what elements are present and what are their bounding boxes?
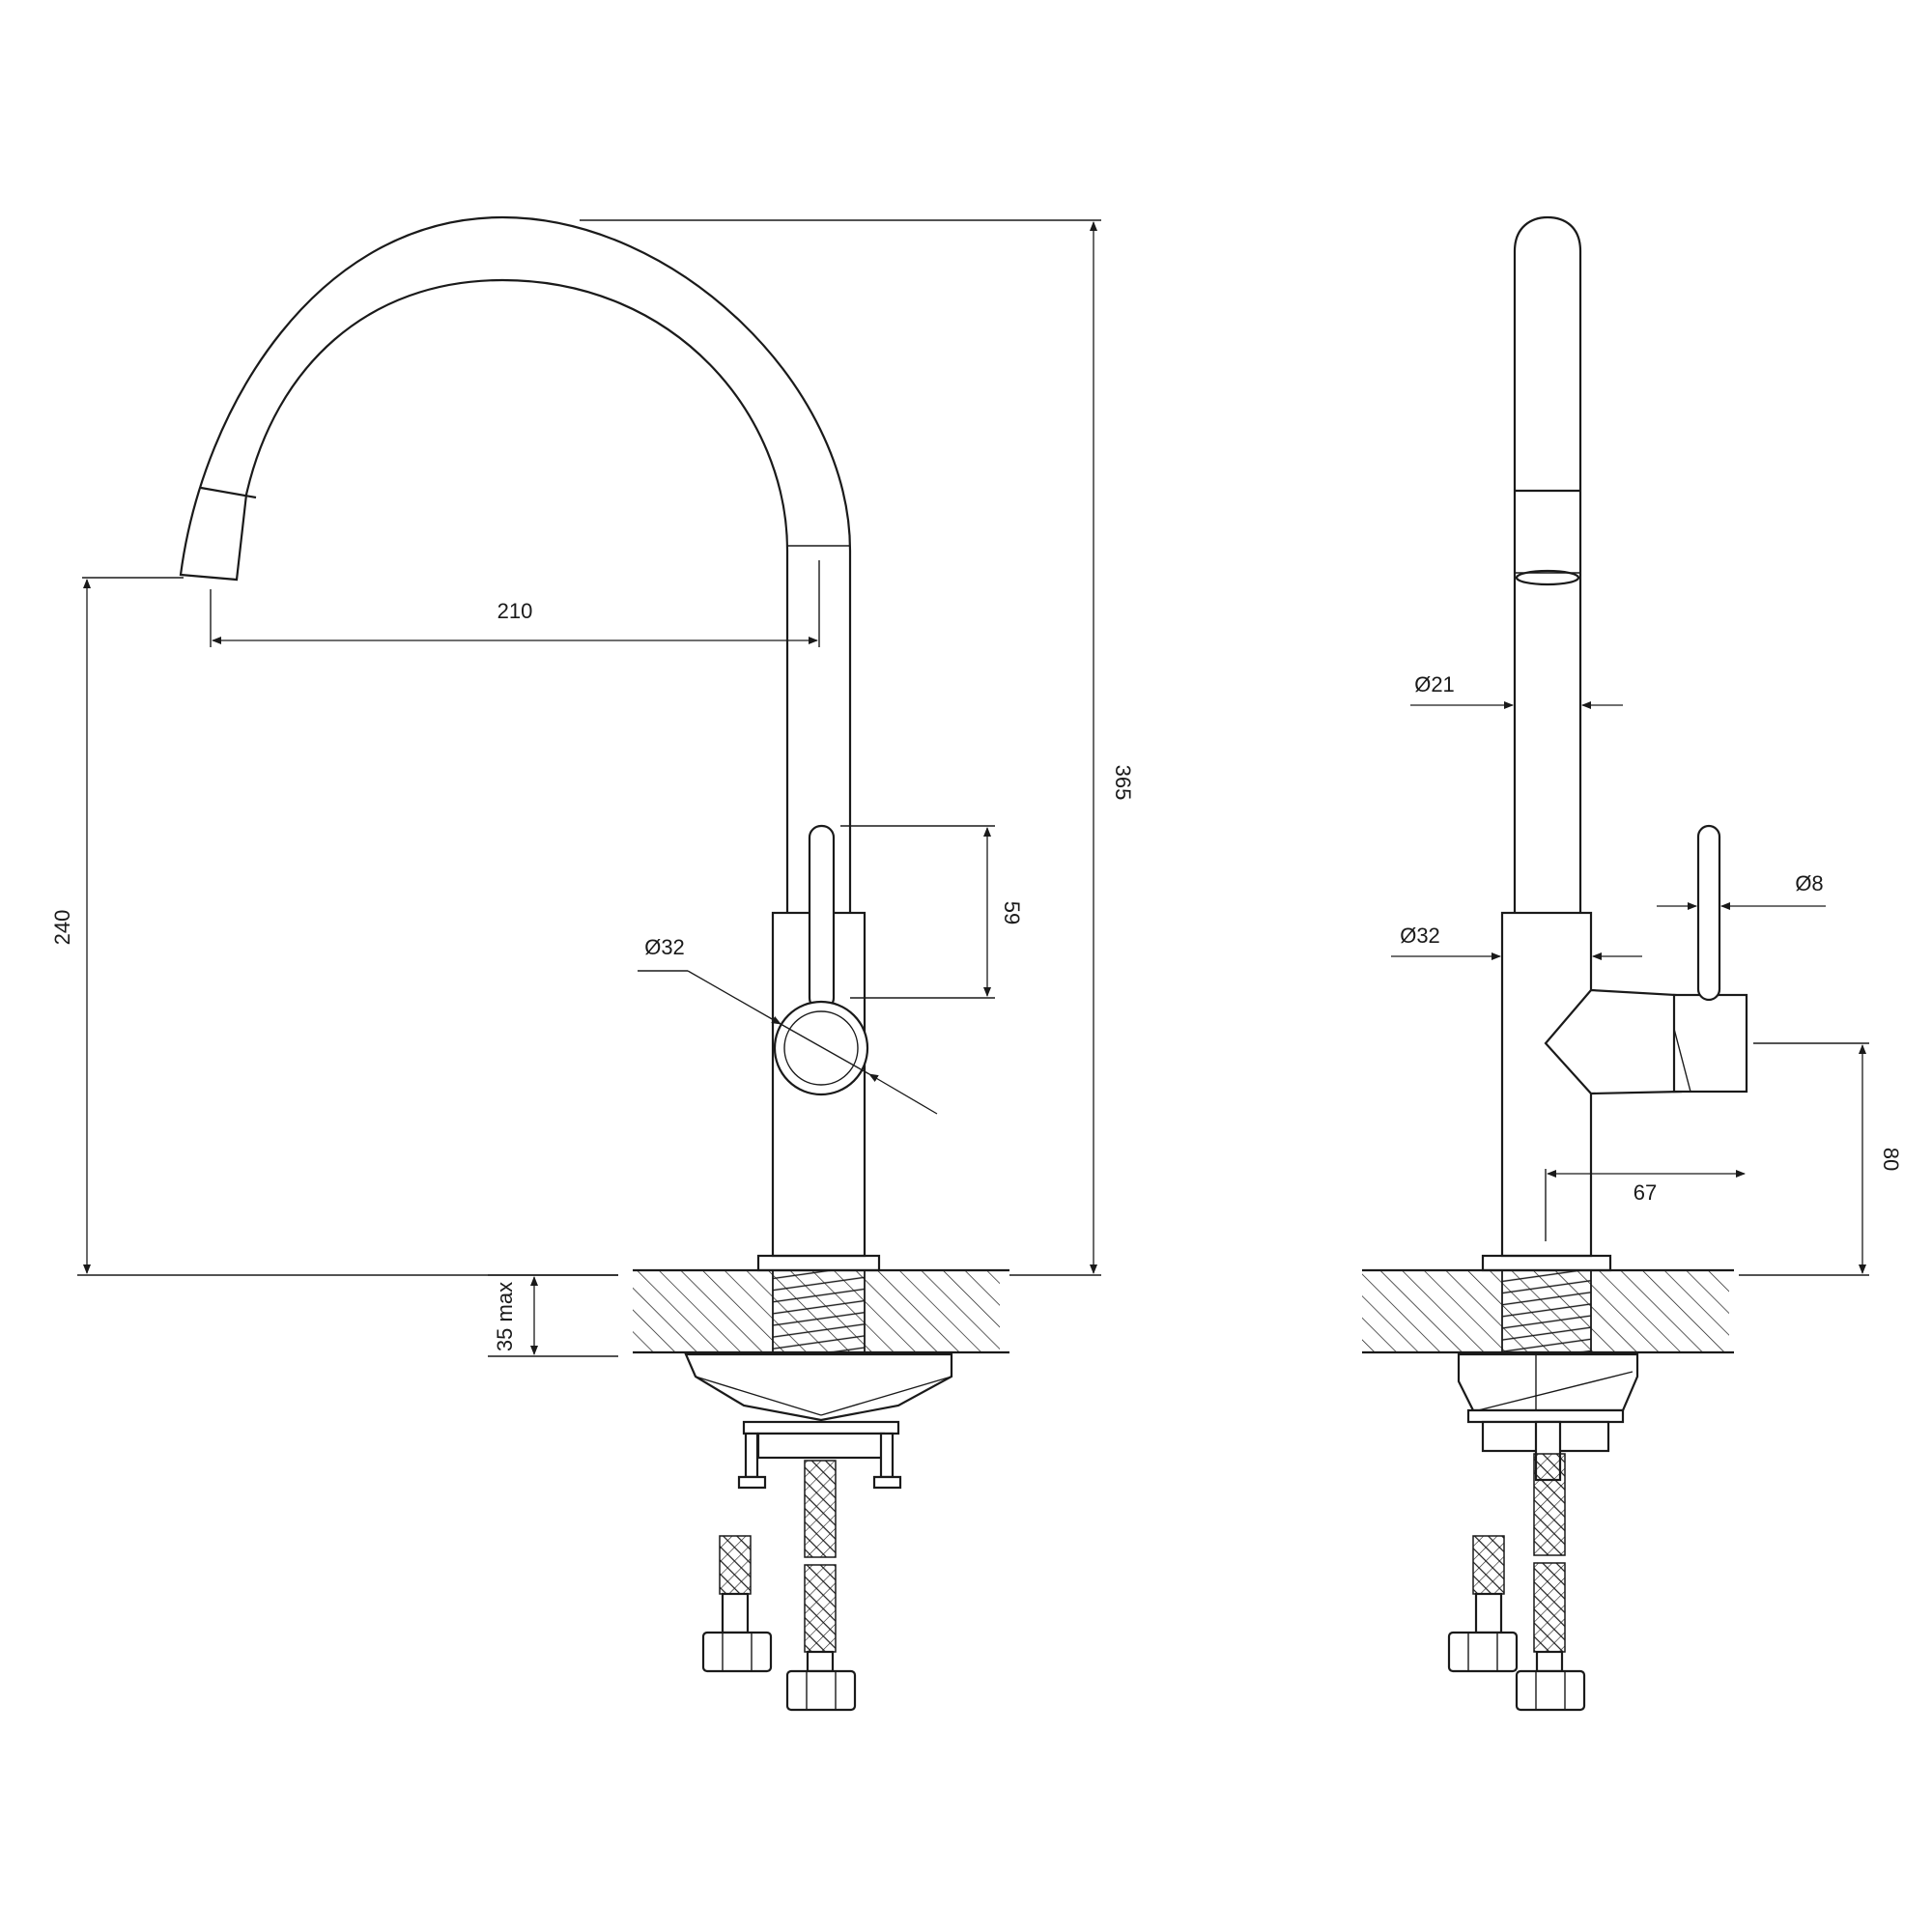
hose-nut-side-2 [1447, 1631, 1519, 1673]
shank-front [772, 1269, 866, 1353]
dim-label-dia32-front: Ø32 [644, 935, 685, 959]
dim-label-35max: 35 max [493, 1282, 517, 1351]
dim-label-210: 210 [497, 599, 533, 623]
hose-front-2 [719, 1535, 752, 1595]
body-side [1500, 911, 1593, 1258]
shank-side [1501, 1269, 1592, 1353]
dim-label-59: 59 [1000, 901, 1024, 924]
hose-front-1 [804, 1460, 837, 1558]
side-view: Ø21 Ø8 Ø32 67 80 [1362, 215, 1903, 1712]
hose-side-1 [1533, 1453, 1566, 1556]
dim-label-67: 67 [1634, 1180, 1657, 1205]
spout-front [179, 215, 852, 920]
dim-label-dia8: Ø8 [1795, 871, 1823, 895]
spout-ring-front [200, 486, 257, 499]
dim-label-dia21: Ø21 [1414, 672, 1455, 696]
dim-label-240: 240 [50, 910, 74, 946]
lever-cap-side [1672, 993, 1748, 1094]
spout-side [1513, 215, 1582, 913]
lever-arm-side [1544, 988, 1683, 1095]
handle-lever-front [808, 824, 836, 1011]
mounting-plate-front [684, 1352, 953, 1422]
hose-nut-front-2 [701, 1631, 773, 1673]
dim-label-80: 80 [1879, 1148, 1903, 1171]
dim-label-dia32-side: Ø32 [1400, 923, 1440, 948]
hose-side-2 [1472, 1535, 1505, 1595]
dim-line-dia32-front [687, 970, 781, 1025]
aerator-side [1515, 569, 1580, 586]
hose-nut-front-1 [785, 1669, 857, 1712]
front-view: 210 240 365 59 Ø32 35 max [50, 215, 1135, 1712]
handle-rod-side [1696, 824, 1721, 1002]
dim-label-365: 365 [1111, 765, 1135, 801]
hose-nut-side-1 [1515, 1669, 1586, 1712]
mounting-plate-side [1457, 1352, 1639, 1412]
handle-hub-front [773, 1000, 869, 1096]
